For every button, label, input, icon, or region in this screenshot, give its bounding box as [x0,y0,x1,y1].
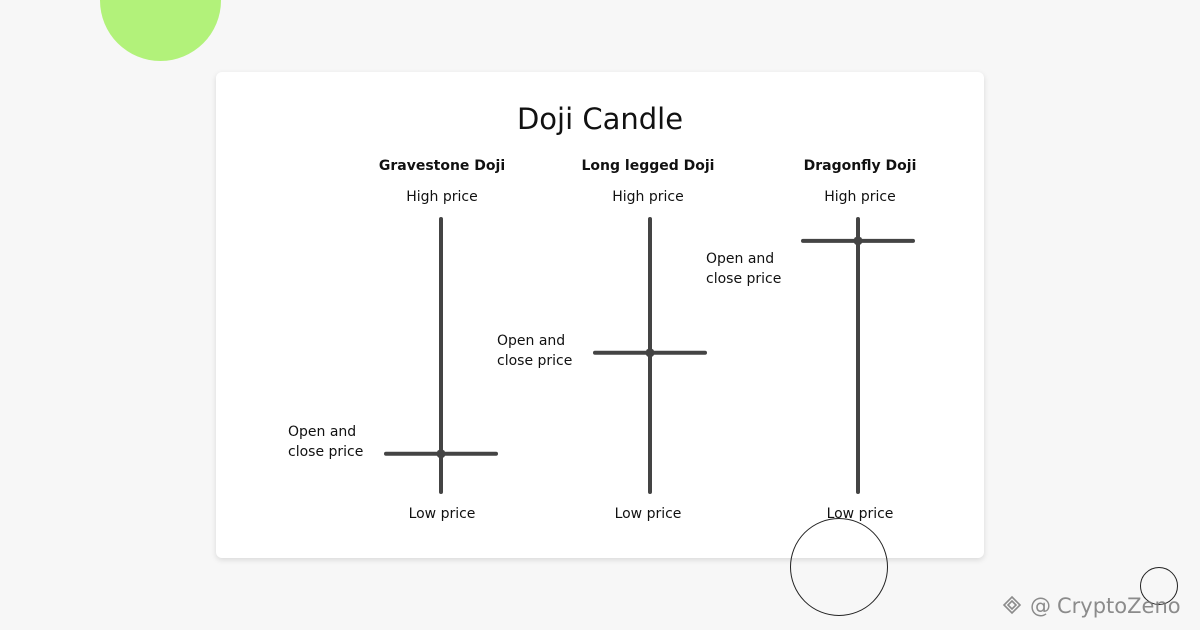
open-close-label-dragonfly: Open and close price [706,249,806,289]
low-price-label-long-legged: Low price [614,506,682,522]
open-close-label-gravestone: Open and close price [288,422,388,462]
watermark-at: @ [1030,594,1051,618]
open-close-label-long-legged-line2: close price [497,353,573,369]
heading-long-legged-doji: Long legged Doji [581,158,715,174]
open-close-label-dragonfly-line1: Open and [706,251,775,267]
open-close-label-long-legged-line1: Open and [497,333,566,349]
decorative-ring-large [790,518,888,616]
watermark-brand: CryptoZeno [1057,594,1181,618]
heading-dragonfly-doji: Dragonfly Doji [803,158,917,174]
diagram-title: Doji Candle [516,102,684,136]
open-close-label-long-legged: Open and close price [497,331,597,371]
low-price-label-gravestone: Low price [408,506,476,522]
candle-intersection-dot-long-legged [645,348,655,358]
cryptozeno-logo-icon [1002,595,1022,615]
high-price-label-dragonfly: High price [824,189,896,205]
decorative-ring-small [1140,567,1178,605]
candle-intersection-dot-dragonfly [853,236,863,246]
open-close-label-gravestone-line2: close price [288,444,364,460]
high-price-label-gravestone: High price [406,189,478,205]
heading-gravestone-doji: Gravestone Doji [378,158,506,174]
high-price-label-long-legged: High price [612,189,684,205]
watermark: @ CryptoZeno [1000,592,1181,620]
candle-intersection-dot-gravestone [436,449,446,459]
open-close-label-dragonfly-line2: close price [706,271,782,287]
open-close-label-gravestone-line1: Open and [288,424,357,440]
